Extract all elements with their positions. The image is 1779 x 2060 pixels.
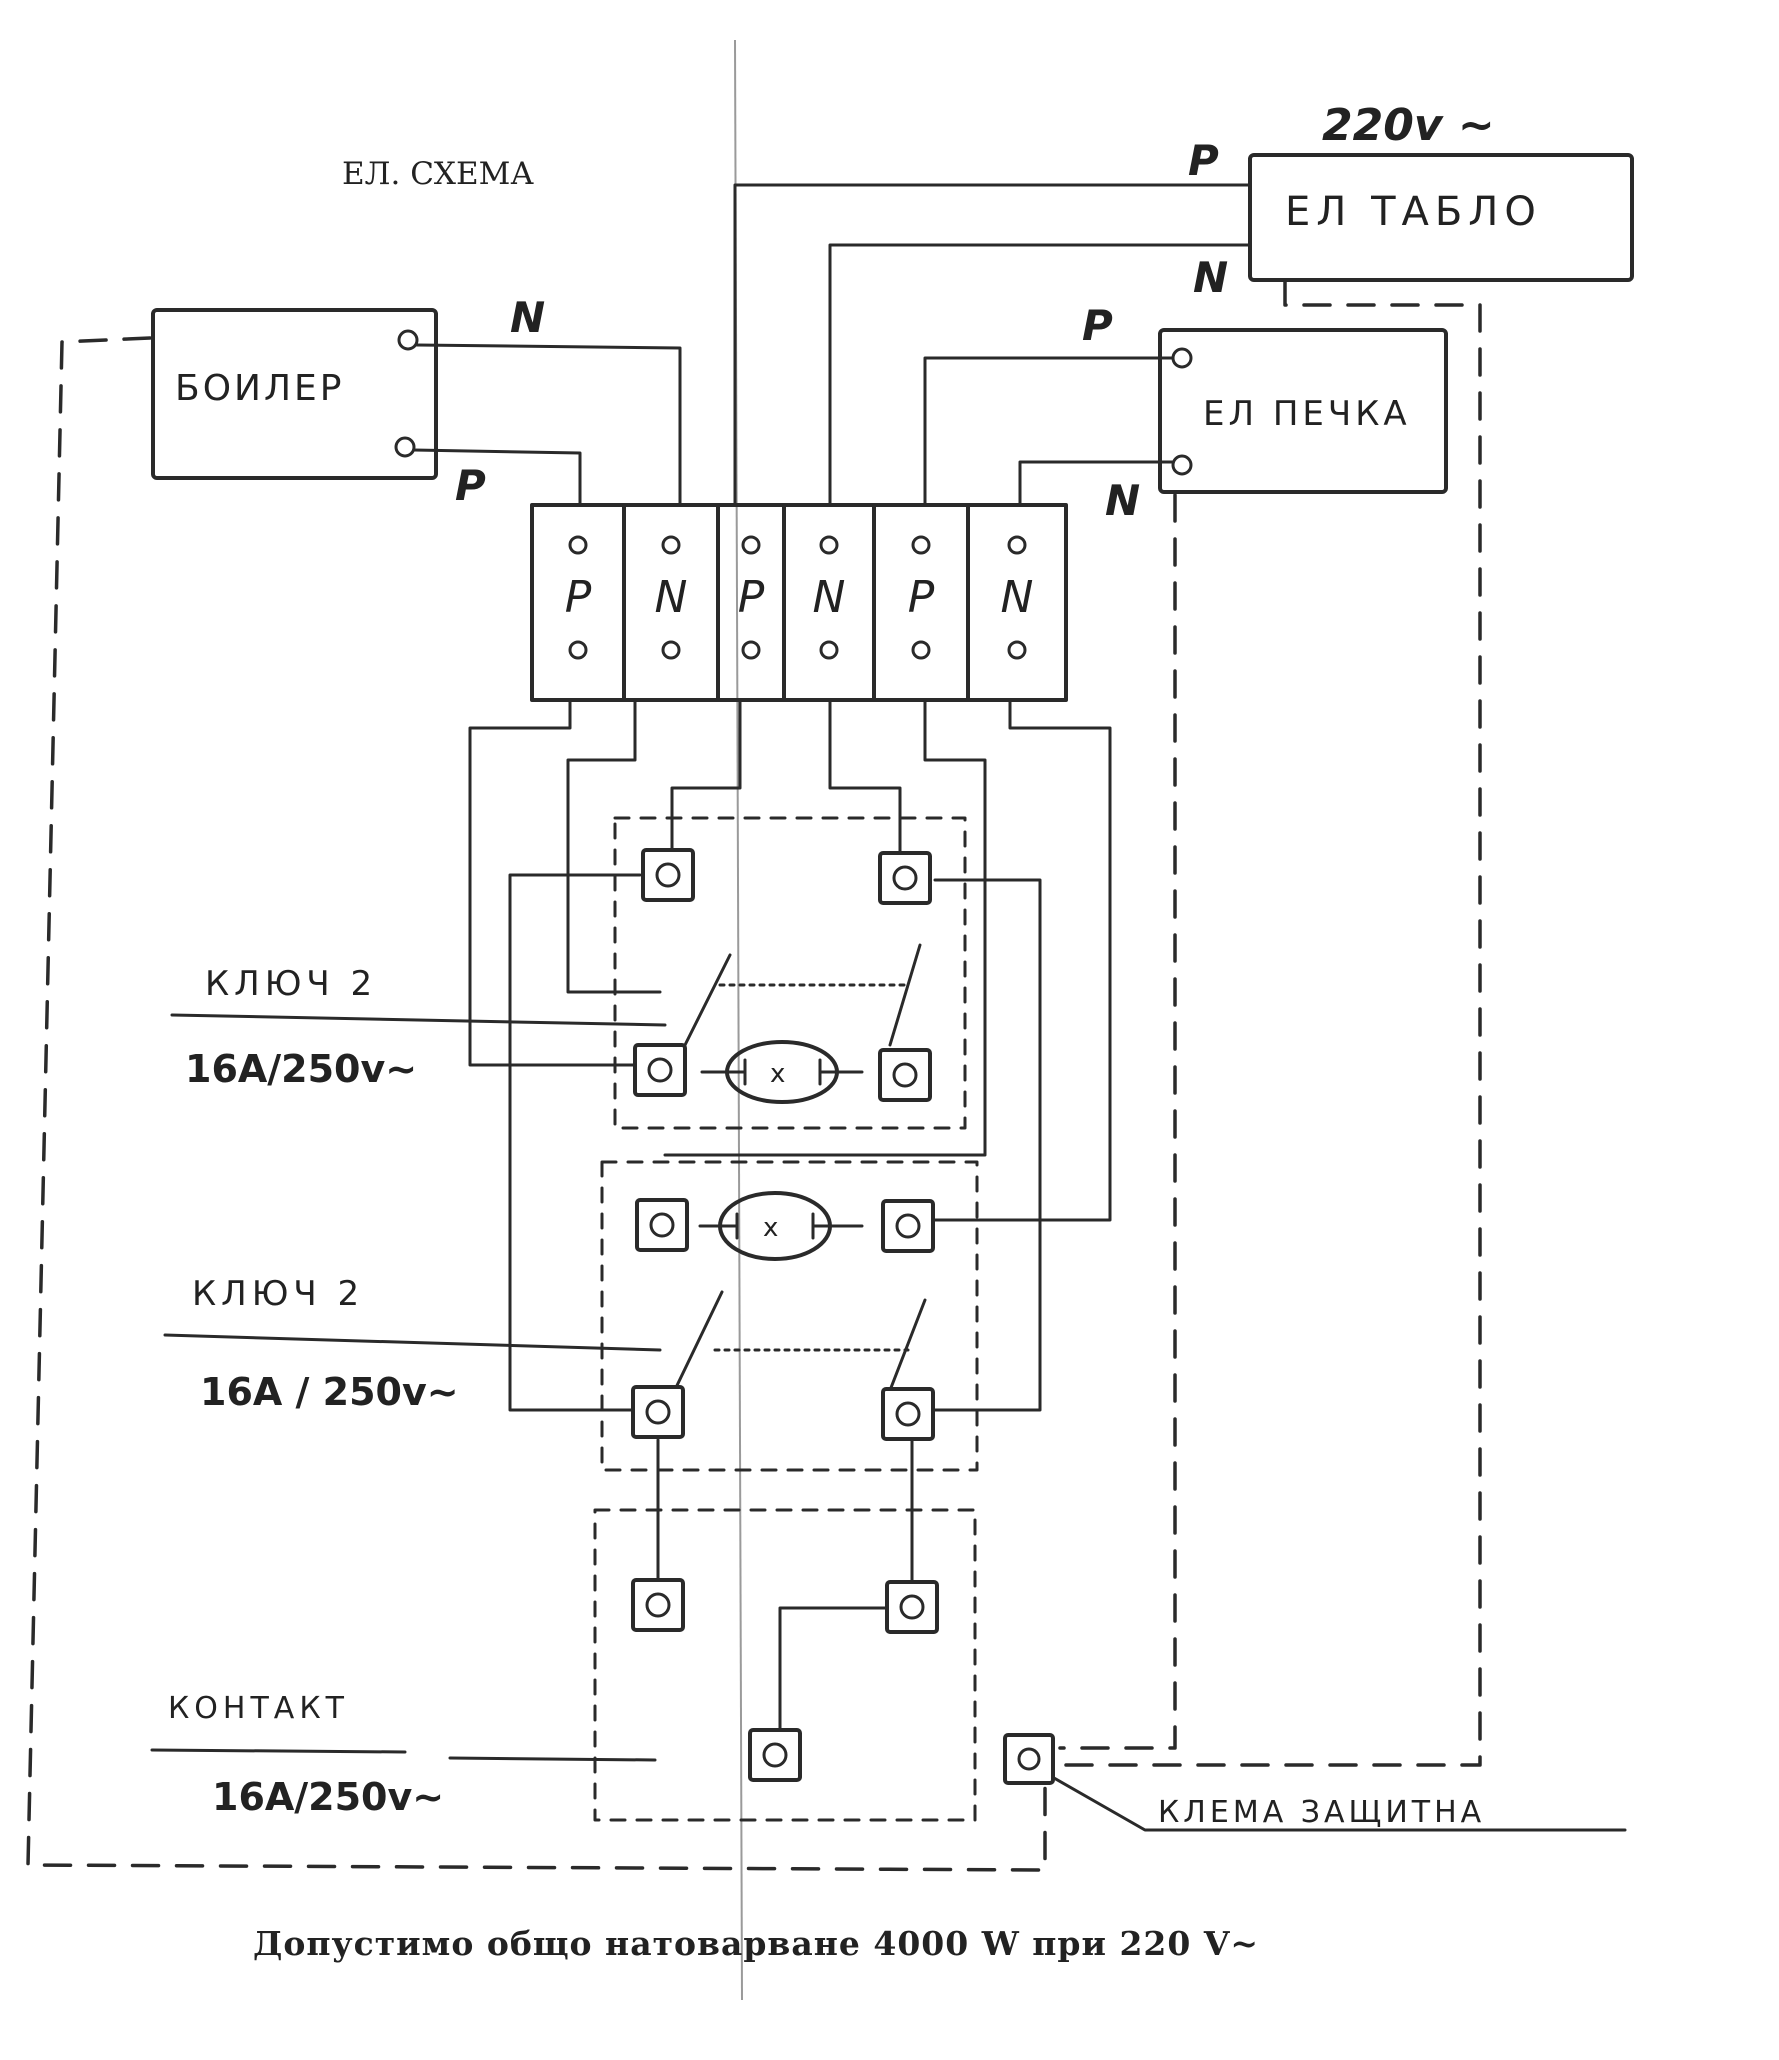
electrical-panel: ЕЛ ТАБЛО [1248, 153, 1634, 282]
indicator-lamp-1: x [700, 1040, 864, 1104]
screw-terminal [881, 1199, 935, 1253]
screw-terminal [633, 1043, 687, 1097]
socket-rating: 16A/250v~ [212, 1775, 444, 1819]
terminal-block-label: P [738, 572, 765, 623]
svg-text:x: x [770, 1059, 785, 1089]
panel-p-label: P [1188, 136, 1219, 185]
switch2-rating: 16A / 250v~ [200, 1370, 459, 1414]
footer-note: Допустимо общо натоварване 4000 W при 22… [253, 1924, 1259, 1963]
stove-n-label: N [1105, 476, 1140, 525]
terminal-block-label: N [1001, 572, 1034, 623]
screw-terminal [878, 851, 932, 905]
supply-voltage-label: 220v ~ [1322, 100, 1495, 151]
terminal-block-cell: P [716, 503, 786, 702]
stove-p-label: P [1082, 301, 1113, 350]
terminal-block-cell: P [530, 503, 626, 702]
socket-label: КОНТАКТ [168, 1691, 349, 1726]
screw-terminal [631, 1385, 685, 1439]
wiring [150, 183, 1627, 1832]
screw-terminal [631, 1578, 685, 1632]
terminal-block-label: P [908, 572, 935, 623]
indicator-lamp-2: x [698, 1191, 864, 1261]
switch1-rating: 16A/250v~ [185, 1047, 417, 1091]
switch2-label: КЛЮЧ 2 [192, 1274, 364, 1314]
terminal-block-cell: N [966, 503, 1068, 702]
screw-terminal [641, 848, 695, 902]
screw-terminal [748, 1728, 802, 1782]
screw-terminal [635, 1198, 689, 1252]
ground-label: КЛЕМА ЗАЩИТНА [1158, 1795, 1485, 1830]
panel-label: ЕЛ ТАБЛО [1285, 189, 1542, 235]
ground-terminal [1003, 1733, 1055, 1785]
terminal-block-label: N [655, 572, 688, 623]
switch-terminals [631, 848, 939, 1782]
screw-terminal [881, 1387, 935, 1441]
svg-text:x: x [763, 1213, 778, 1243]
boiler-box: БОИЛЕР [151, 308, 438, 480]
switch1-label: КЛЮЧ 2 [205, 964, 377, 1004]
boiler-p-label: P [455, 461, 486, 510]
screw-terminal [885, 1580, 939, 1634]
dashed-enclosures [26, 278, 1482, 1872]
electric-stove-box: ЕЛ ПЕЧКА [1158, 328, 1448, 494]
boiler-label: БОИЛЕР [175, 368, 345, 409]
diagram-title: ЕЛ. СХЕМА [342, 156, 534, 192]
panel-n-label: N [1193, 253, 1228, 302]
terminal-block-cell: N [622, 503, 720, 702]
stove-label: ЕЛ ПЕЧКА [1203, 394, 1411, 434]
terminal-block-cell: N [782, 503, 876, 702]
screw-terminal [878, 1048, 932, 1102]
terminal-block-label: P [565, 572, 592, 623]
terminal-block-cell: P [872, 503, 970, 702]
terminal-block-label: N [813, 572, 846, 623]
boiler-n-label: N [510, 293, 545, 342]
